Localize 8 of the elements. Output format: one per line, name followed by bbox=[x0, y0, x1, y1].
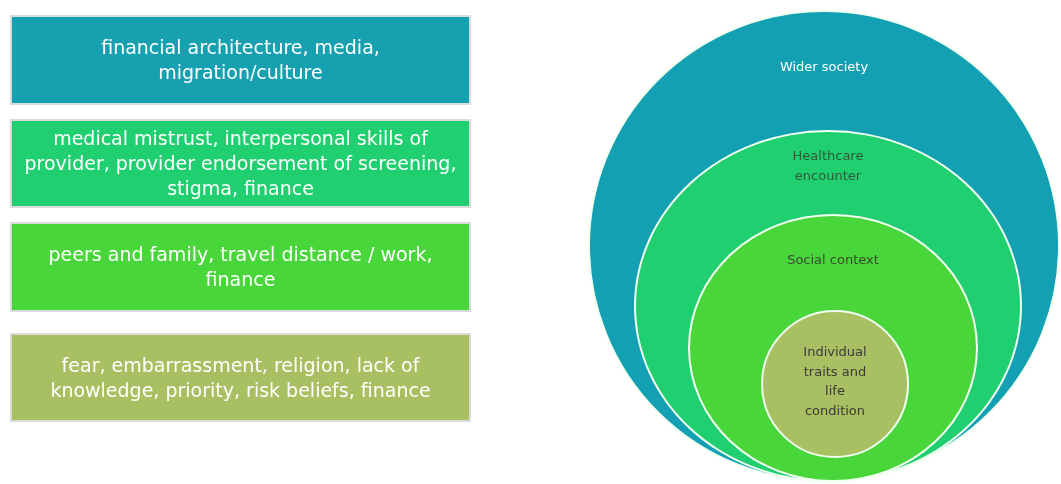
text-box: financial architecture, media, migration/culture bbox=[10, 15, 471, 105]
circle-label: Individual traits and life condition bbox=[802, 343, 868, 420]
circle-label: Wider society bbox=[779, 58, 869, 76]
text-box: peers and family, travel distance / work, finance bbox=[10, 222, 471, 312]
circle-label: Social context bbox=[787, 251, 879, 269]
text-box: fear, embarrassment, religion, lack of knowledge, priority, risk beliefs, finance bbox=[10, 333, 471, 422]
text-box: medical mistrust, interpersonal skills of provider, provider endorsement of screening, stigma, finance bbox=[10, 119, 471, 208]
circle-label: Healthcare encounter bbox=[791, 147, 865, 185]
